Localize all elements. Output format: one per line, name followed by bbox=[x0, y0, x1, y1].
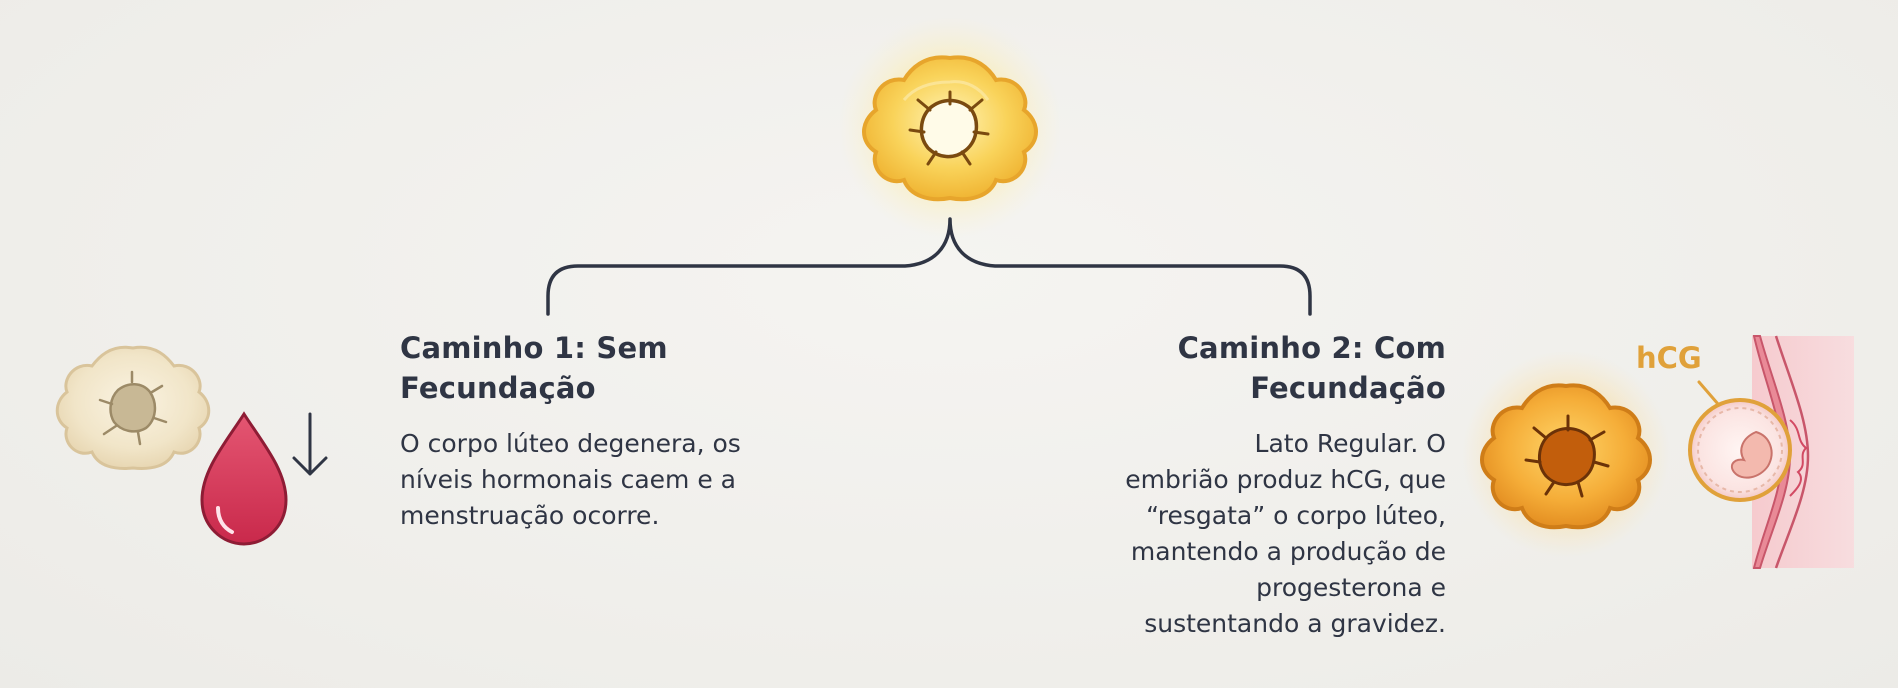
path-2-block: Caminho 2: Com Fecundação Lato Regular. … bbox=[980, 328, 1446, 642]
blood-drop-icon bbox=[200, 411, 288, 546]
path-1-description: O corpo lúteo degenera, os níveis hormon… bbox=[400, 429, 741, 530]
path-2-description: Lato Regular. O embrião produz hCG, que … bbox=[1125, 429, 1446, 638]
path-1-title: Caminho 1: Sem Fecundação bbox=[400, 331, 668, 405]
arrow-down-icon bbox=[292, 412, 328, 476]
hcg-label: hCG bbox=[1636, 341, 1702, 375]
corpus-luteum-icon bbox=[838, 15, 1062, 239]
path-1-block: Caminho 1: Sem Fecundação O corpo lúteo … bbox=[400, 328, 820, 534]
embryo-implantation-icon bbox=[1688, 335, 1854, 569]
path-2-title: Caminho 2: Com Fecundação bbox=[1177, 331, 1446, 405]
branch-connector bbox=[546, 217, 1312, 316]
degenerated-corpus-luteum-icon bbox=[55, 345, 211, 470]
rescued-corpus-luteum-icon bbox=[1462, 350, 1670, 558]
